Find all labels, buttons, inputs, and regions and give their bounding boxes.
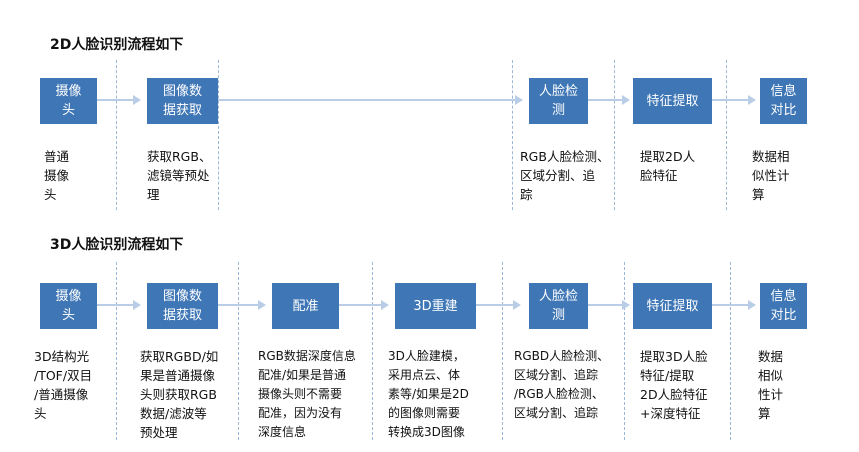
- flow-arrow: [588, 95, 630, 105]
- flow-arrow: [217, 95, 523, 105]
- step-face-detection-desc: RGBD人脸检测、 区域分割、追踪 /RGB人脸检测、 区域分割、追踪: [514, 349, 610, 420]
- step-feature-extraction-desc: 提取3D人脸 特征/提取 2D人脸特征 +深度特征: [640, 349, 708, 421]
- flow-arrow: [218, 300, 266, 310]
- step-registration-desc: RGB数据深度信息 配准/如果是普通 摄像头则不需要 配准，因为没有 深度信息: [258, 349, 356, 439]
- step-feature-extraction-box: 特征提取: [633, 283, 712, 329]
- separator-line: [730, 262, 731, 440]
- step-image-acquisition-box: 图像数 据获取: [147, 283, 218, 329]
- step-camera-box: 摄像 头: [40, 283, 97, 329]
- flow-arrow: [476, 300, 521, 310]
- separator-line: [218, 60, 219, 210]
- flow-arrow: [97, 95, 141, 105]
- separator-line: [116, 60, 117, 210]
- step-feature-extraction-box: 特征提取: [633, 78, 712, 124]
- flow-arrow: [588, 300, 630, 310]
- step-face-detection-box: 人脸检 测: [529, 78, 588, 124]
- separator-line: [372, 262, 373, 440]
- step-image-acquisition-desc: 获取RGB、 滤镜等预处 理: [147, 149, 212, 202]
- separator-line: [614, 60, 615, 210]
- step-3d-reconstruction-desc: 3D人脸建模， 采用点云、体 素等/如果是2D 的图像则需要 转换成3D图像: [388, 349, 469, 439]
- flow-arrow: [712, 300, 756, 310]
- separator-line: [116, 262, 117, 440]
- flow-arrow: [712, 95, 756, 105]
- separator-line: [624, 262, 625, 440]
- flow-arrow: [339, 300, 389, 310]
- step-image-acquisition-desc: 获取RGBD/如 果是普通摄像 头则获取RGB 数据/滤波等 预处理: [140, 349, 219, 440]
- separator-line: [502, 262, 503, 440]
- separator-line: [512, 60, 513, 210]
- flow-arrow: [97, 300, 141, 310]
- step-face-detection-box: 人脸检 测: [529, 283, 588, 329]
- step-info-compare-box: 信息 对比: [760, 78, 807, 124]
- step-registration-box: 配准: [272, 283, 339, 329]
- step-camera-desc: 普通 摄像 头: [44, 149, 70, 202]
- step-3d-reconstruction-box: 3D重建: [395, 283, 476, 329]
- step-face-detection-desc: RGB人脸检测、 区域分割、追 踪: [520, 149, 610, 202]
- step-camera-box: 摄像 头: [40, 78, 97, 124]
- flow-3d-title: 3D人脸识别流程如下: [50, 237, 184, 253]
- step-info-compare-desc: 数据相 似性计 算: [752, 149, 790, 202]
- step-camera-desc: 3D结构光 /TOF/双目 /普通摄像 头: [34, 349, 93, 421]
- separator-line: [238, 262, 239, 440]
- step-feature-extraction-desc: 提取2D人 脸特征: [640, 149, 696, 183]
- step-info-compare-box: 信息 对比: [760, 283, 807, 329]
- separator-line: [726, 60, 727, 210]
- step-image-acquisition-box: 图像数 据获取: [147, 78, 218, 124]
- step-info-compare-desc: 数据 相似 性计 算: [758, 349, 784, 421]
- flow-2d-title: 2D人脸识别流程如下: [50, 37, 184, 53]
